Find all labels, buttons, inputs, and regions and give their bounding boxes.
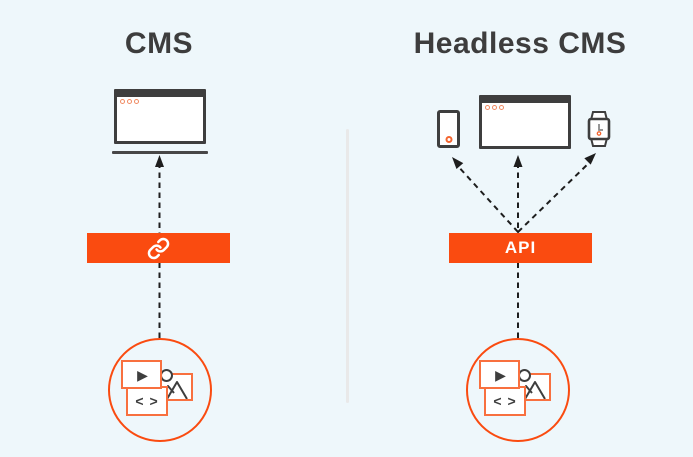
right-phone-line — [455, 163, 519, 233]
desktop-browser-icon — [479, 95, 571, 149]
left-arrowhead — [155, 155, 164, 167]
panel-divider — [346, 129, 349, 403]
window-dot-icon — [492, 105, 497, 110]
video-content-card: ▶ — [479, 360, 520, 389]
api-bar-label: API — [504, 238, 537, 257]
window-dot-icon — [485, 105, 490, 110]
left-panel-title: CMS — [124, 27, 194, 60]
center-arrowhead — [513, 155, 523, 167]
code-icon: < > — [135, 393, 159, 409]
window-dot-icon — [134, 99, 139, 104]
code-content-card: < > — [126, 386, 168, 416]
link-connector-bar — [87, 233, 230, 263]
browser-window-dots — [485, 105, 504, 110]
window-dot-icon — [127, 99, 132, 104]
code-icon: < > — [493, 393, 517, 409]
code-content-card: < > — [484, 386, 526, 416]
right-panel-title: Headless CMS — [413, 27, 627, 60]
desktop-browser-icon — [114, 89, 206, 144]
api-connector-bar: API — [449, 233, 592, 263]
monitor-stand-line — [112, 151, 208, 154]
content-sources-circle — [108, 338, 212, 442]
play-icon: ▶ — [495, 366, 506, 383]
phone-arrowhead — [452, 157, 464, 170]
window-dot-icon — [120, 99, 125, 104]
content-sources-circle — [466, 338, 570, 442]
phone-icon — [437, 110, 460, 148]
play-icon: ▶ — [137, 366, 148, 383]
smartwatch-icon — [587, 111, 611, 147]
right-watch-line — [517, 159, 593, 233]
phone-home-button-icon — [445, 136, 452, 143]
browser-window-dots — [120, 99, 139, 104]
window-dot-icon — [499, 105, 504, 110]
video-content-card: ▶ — [121, 360, 162, 389]
watch-arrowhead — [584, 153, 596, 165]
link-icon — [147, 237, 170, 259]
